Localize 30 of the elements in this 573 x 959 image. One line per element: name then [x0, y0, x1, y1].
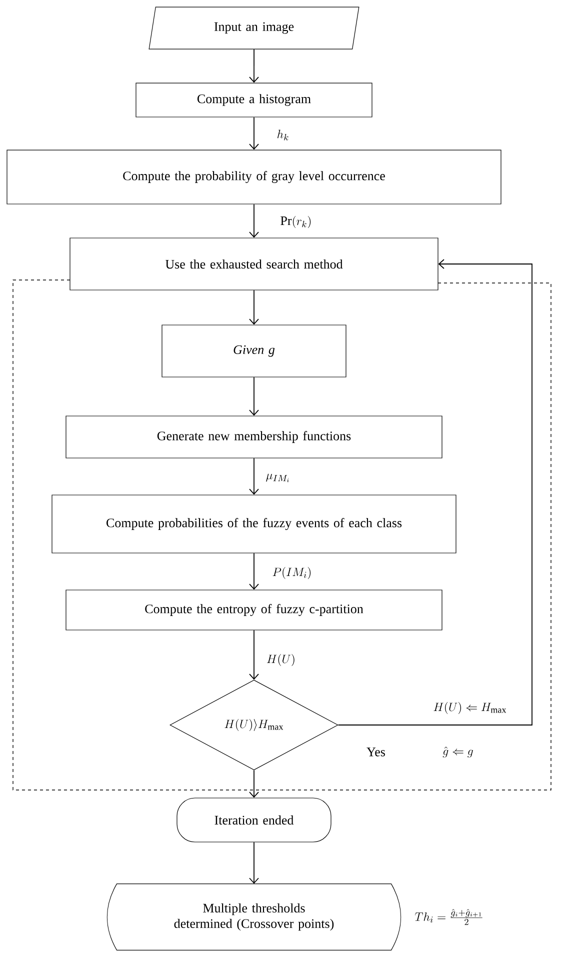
edge-label: $\Pr(r_k)$ — [279, 215, 313, 230]
arrow — [249, 458, 259, 495]
process-box: Compute probabilities of the fuzzy events of each class — [52, 494, 456, 554]
process-box: Given g — [162, 324, 346, 378]
arrow — [338, 259, 532, 726]
arrow — [249, 842, 259, 884]
process-box: Compute the entropy of fuzzy c-partition — [66, 590, 442, 630]
arrow — [249, 204, 259, 238]
annotation-text: $\hat{g} \Leftarrow g$ — [442, 746, 473, 758]
edge-label: $H(U)$ — [265, 653, 297, 667]
arrow — [249, 376, 259, 416]
arrow — [249, 290, 259, 325]
process-box: Compute the probability of gray level occurrence — [6, 150, 502, 204]
edge-label: $\mu_{IM_i}$ — [264, 472, 292, 484]
edge-label: $h_k$ — [276, 128, 290, 142]
process-box: Generate new membership functions — [66, 416, 442, 458]
arrow — [249, 552, 259, 590]
formula: $Th_i = \frac{\hat{g}_i + \hat{g}_{i+1}}{2}$ — [415, 909, 482, 925]
output-box: Multiple thresholds determined (Crossover points) — [106, 884, 402, 950]
process-box: Use the exhausted search method — [70, 238, 438, 290]
annotation-text: Yes — [366, 748, 385, 756]
arrow — [249, 116, 259, 150]
arrow — [249, 770, 259, 798]
edge-label: $H(U) \Leftarrow H_{\max}$ — [432, 701, 508, 715]
edge-label: $P(IM_i)$ — [271, 566, 313, 580]
arrow — [249, 630, 259, 680]
process-box: Compute a histogram — [136, 82, 372, 118]
arrow — [249, 48, 259, 83]
input-parallelogram: Input an image — [148, 6, 360, 50]
terminal-box: Iteration ended — [176, 798, 332, 842]
